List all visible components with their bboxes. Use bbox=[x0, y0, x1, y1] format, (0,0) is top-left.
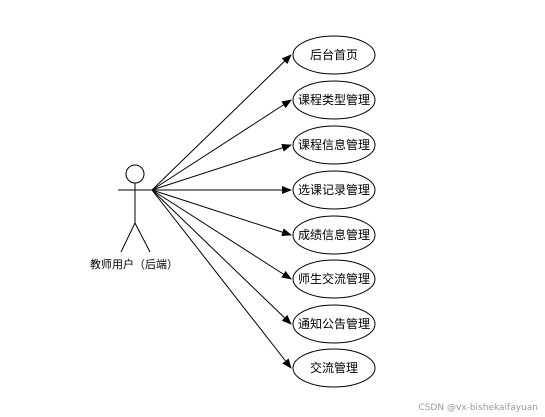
use-case: 交流管理 bbox=[292, 348, 376, 388]
use-case-label: 课程类型管理 bbox=[298, 92, 370, 107]
use-case-label: 交流管理 bbox=[310, 360, 358, 375]
association-arrow bbox=[151, 189, 292, 325]
actor-left-leg bbox=[120, 222, 136, 253]
actor-right-leg bbox=[134, 222, 151, 253]
use-case: 后台首页 bbox=[292, 35, 376, 75]
use-case-label: 师生交流管理 bbox=[298, 271, 370, 286]
use-case-ellipse bbox=[292, 215, 376, 255]
use-case: 课程信息管理 bbox=[292, 125, 376, 165]
association-arrow bbox=[151, 99, 292, 191]
association-arrow bbox=[151, 189, 292, 369]
association-arrow bbox=[151, 189, 292, 237]
use-case-ellipse bbox=[292, 125, 376, 165]
associations bbox=[151, 54, 292, 369]
use-case-ellipse bbox=[292, 304, 376, 344]
association-arrow bbox=[151, 143, 292, 191]
use-case-label: 成绩信息管理 bbox=[298, 227, 370, 242]
use-case: 成绩信息管理 bbox=[292, 215, 376, 255]
use-case: 课程类型管理 bbox=[292, 80, 376, 120]
use-case-label: 选课记录管理 bbox=[298, 182, 370, 197]
actor-head bbox=[125, 164, 145, 184]
use-case-ellipse bbox=[292, 35, 376, 75]
association-arrow bbox=[151, 189, 292, 280]
use-case-label: 课程信息管理 bbox=[298, 137, 370, 152]
use-case-label: 通知公告管理 bbox=[298, 316, 370, 331]
association-arrow bbox=[151, 54, 292, 191]
use-case-ellipse bbox=[292, 348, 376, 388]
use-case-ellipse bbox=[292, 80, 376, 120]
use-case: 选课记录管理 bbox=[292, 170, 376, 210]
watermark: CSDN @vx-bishekaifayuan bbox=[418, 403, 538, 413]
use-case-ellipse bbox=[292, 170, 376, 210]
use-case: 师生交流管理 bbox=[292, 259, 376, 299]
use-case-ellipse bbox=[292, 259, 376, 299]
use-case-label: 后台首页 bbox=[310, 47, 358, 62]
actor-label: 教师用户（后端） bbox=[90, 257, 178, 271]
actor-figure bbox=[118, 164, 152, 253]
use-case: 通知公告管理 bbox=[292, 304, 376, 344]
